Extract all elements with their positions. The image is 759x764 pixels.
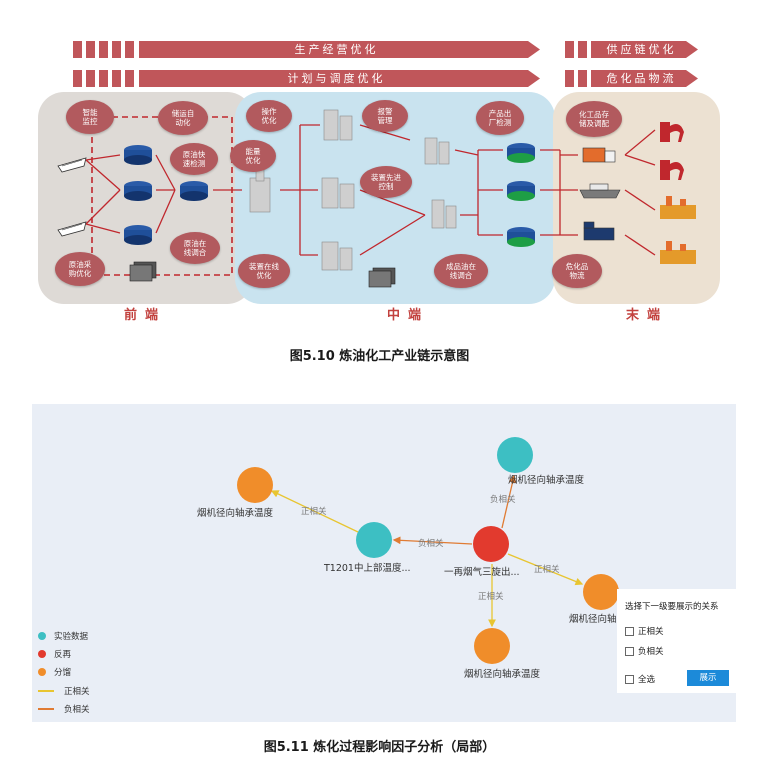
option-positive[interactable]: 正相关 [625, 625, 664, 637]
legend-regen[interactable]: 反再 [38, 648, 71, 660]
band-planning-scheduling: 计划与调度优化 [73, 70, 540, 87]
show-button[interactable]: 展示 [687, 670, 729, 686]
legend-negative[interactable]: 负相关 [38, 703, 90, 715]
band-production-optimization: 生产经营优化 [73, 41, 540, 58]
bubble-alarm-management: 报警 管理 [362, 100, 408, 132]
figure-caption-5-10: 图5.10 炼油化工产业链示意图 [289, 349, 470, 364]
checkbox-positive[interactable] [625, 627, 634, 636]
edge-label-bottom: 正相关 [478, 592, 504, 602]
edge-label-top: 负相关 [490, 495, 516, 505]
stage-label-middle: 中端 [387, 308, 430, 323]
bubble-crude-online-blending: 原油在 线调合 [170, 232, 220, 264]
edge-label-mid: 负相关 [418, 539, 444, 549]
legend-frac-label: 分馏 [54, 668, 72, 678]
edge-label-right: 正相关 [534, 565, 560, 575]
bubble-online-opt: 装置在线 优化 [238, 254, 290, 288]
option-negative[interactable]: 负相关 [625, 645, 664, 657]
stage-label-front: 前端 [124, 308, 167, 323]
bubble-refined-blending: 成品油在 线调合 [434, 254, 488, 288]
band-supply-chain-label: 供应链优化 [606, 43, 677, 56]
bubble-energy-opt: 能量 优化 [230, 140, 276, 172]
legend-regen-label: 反再 [54, 650, 72, 660]
industry-chain-figure: 生产经营优化 供应链优化 计划与调度优化 危化品物流 [0, 0, 759, 364]
figure-caption-5-11: 图5.11 炼化过程影响因子分析（局部） [263, 740, 496, 755]
legend-positive-label: 正相关 [64, 687, 90, 697]
node-mid-label: T1201中上部温度... [324, 563, 411, 574]
relation-select-panel: 选择下一级要展示的关系 正相关 负相关 全选 展示 [617, 589, 736, 693]
node-left[interactable] [237, 467, 273, 503]
stage-label-end: 末端 [626, 308, 669, 323]
checkbox-negative[interactable] [625, 647, 634, 656]
edge-label-left: 正相关 [301, 507, 327, 517]
node-center-label: 一再烟气三旋出... [444, 567, 520, 578]
node-top-label: 烟机径向轴承温度 [508, 475, 585, 486]
bubble-storage-automation: 储运自 动化 [158, 101, 208, 135]
band-planning-label: 计划与调度优化 [287, 72, 386, 85]
option-select-all[interactable]: 全选 [625, 673, 655, 685]
legend-experimental[interactable]: 实验数据 [38, 630, 88, 642]
option-negative-label: 负相关 [638, 647, 664, 657]
flow-diagram [57, 109, 696, 288]
bubble-smart-monitoring: 智能 监控 [66, 100, 114, 134]
node-bottom-label: 烟机径向轴承温度 [464, 669, 541, 680]
bubble-operation-opt: 操作 优化 [246, 100, 292, 132]
influence-factor-graph: 烟机径向轴承温度 烟机径向轴承温度 T1201中上部温度... 一再烟气三旋出.… [32, 404, 736, 722]
legend-experimental-label: 实验数据 [54, 632, 89, 642]
bubble-hazmat-logistics: 危化品 物流 [552, 254, 602, 288]
band-production-label: 生产经营优化 [294, 43, 379, 56]
option-positive-label: 正相关 [638, 627, 664, 637]
bubble-product-test: 产品出 厂检测 [476, 101, 524, 135]
node-top[interactable] [497, 437, 533, 473]
graph-edges [270, 474, 584, 628]
band-hazmat-label: 危化品物流 [606, 72, 677, 85]
node-right-label: 烟机径向轴 [569, 614, 617, 625]
checkbox-select-all[interactable] [625, 675, 634, 684]
option-select-all-label: 全选 [638, 675, 656, 685]
node-center[interactable] [473, 526, 509, 562]
band-hazmat-logistics: 危化品物流 [565, 70, 698, 87]
node-right[interactable] [583, 574, 619, 610]
legend-negative-label: 负相关 [64, 705, 90, 715]
node-mid[interactable] [356, 522, 392, 558]
legend-frac[interactable]: 分馏 [38, 666, 71, 678]
panel-title: 选择下一级要展示的关系 [625, 602, 719, 612]
bubble-crude-purchase: 原油采 购优化 [55, 252, 105, 286]
legend-positive[interactable]: 正相关 [38, 685, 90, 697]
bubble-advanced-control: 装置先进 控制 [360, 166, 412, 198]
node-left-label: 烟机径向轴承温度 [197, 508, 274, 519]
bubble-crude-fast-test: 原油快 速检测 [170, 143, 218, 175]
band-supply-chain: 供应链优化 [565, 41, 698, 58]
node-bottom[interactable] [474, 628, 510, 664]
bubble-chemical-storage: 化工品存 储及调配 [566, 101, 622, 137]
